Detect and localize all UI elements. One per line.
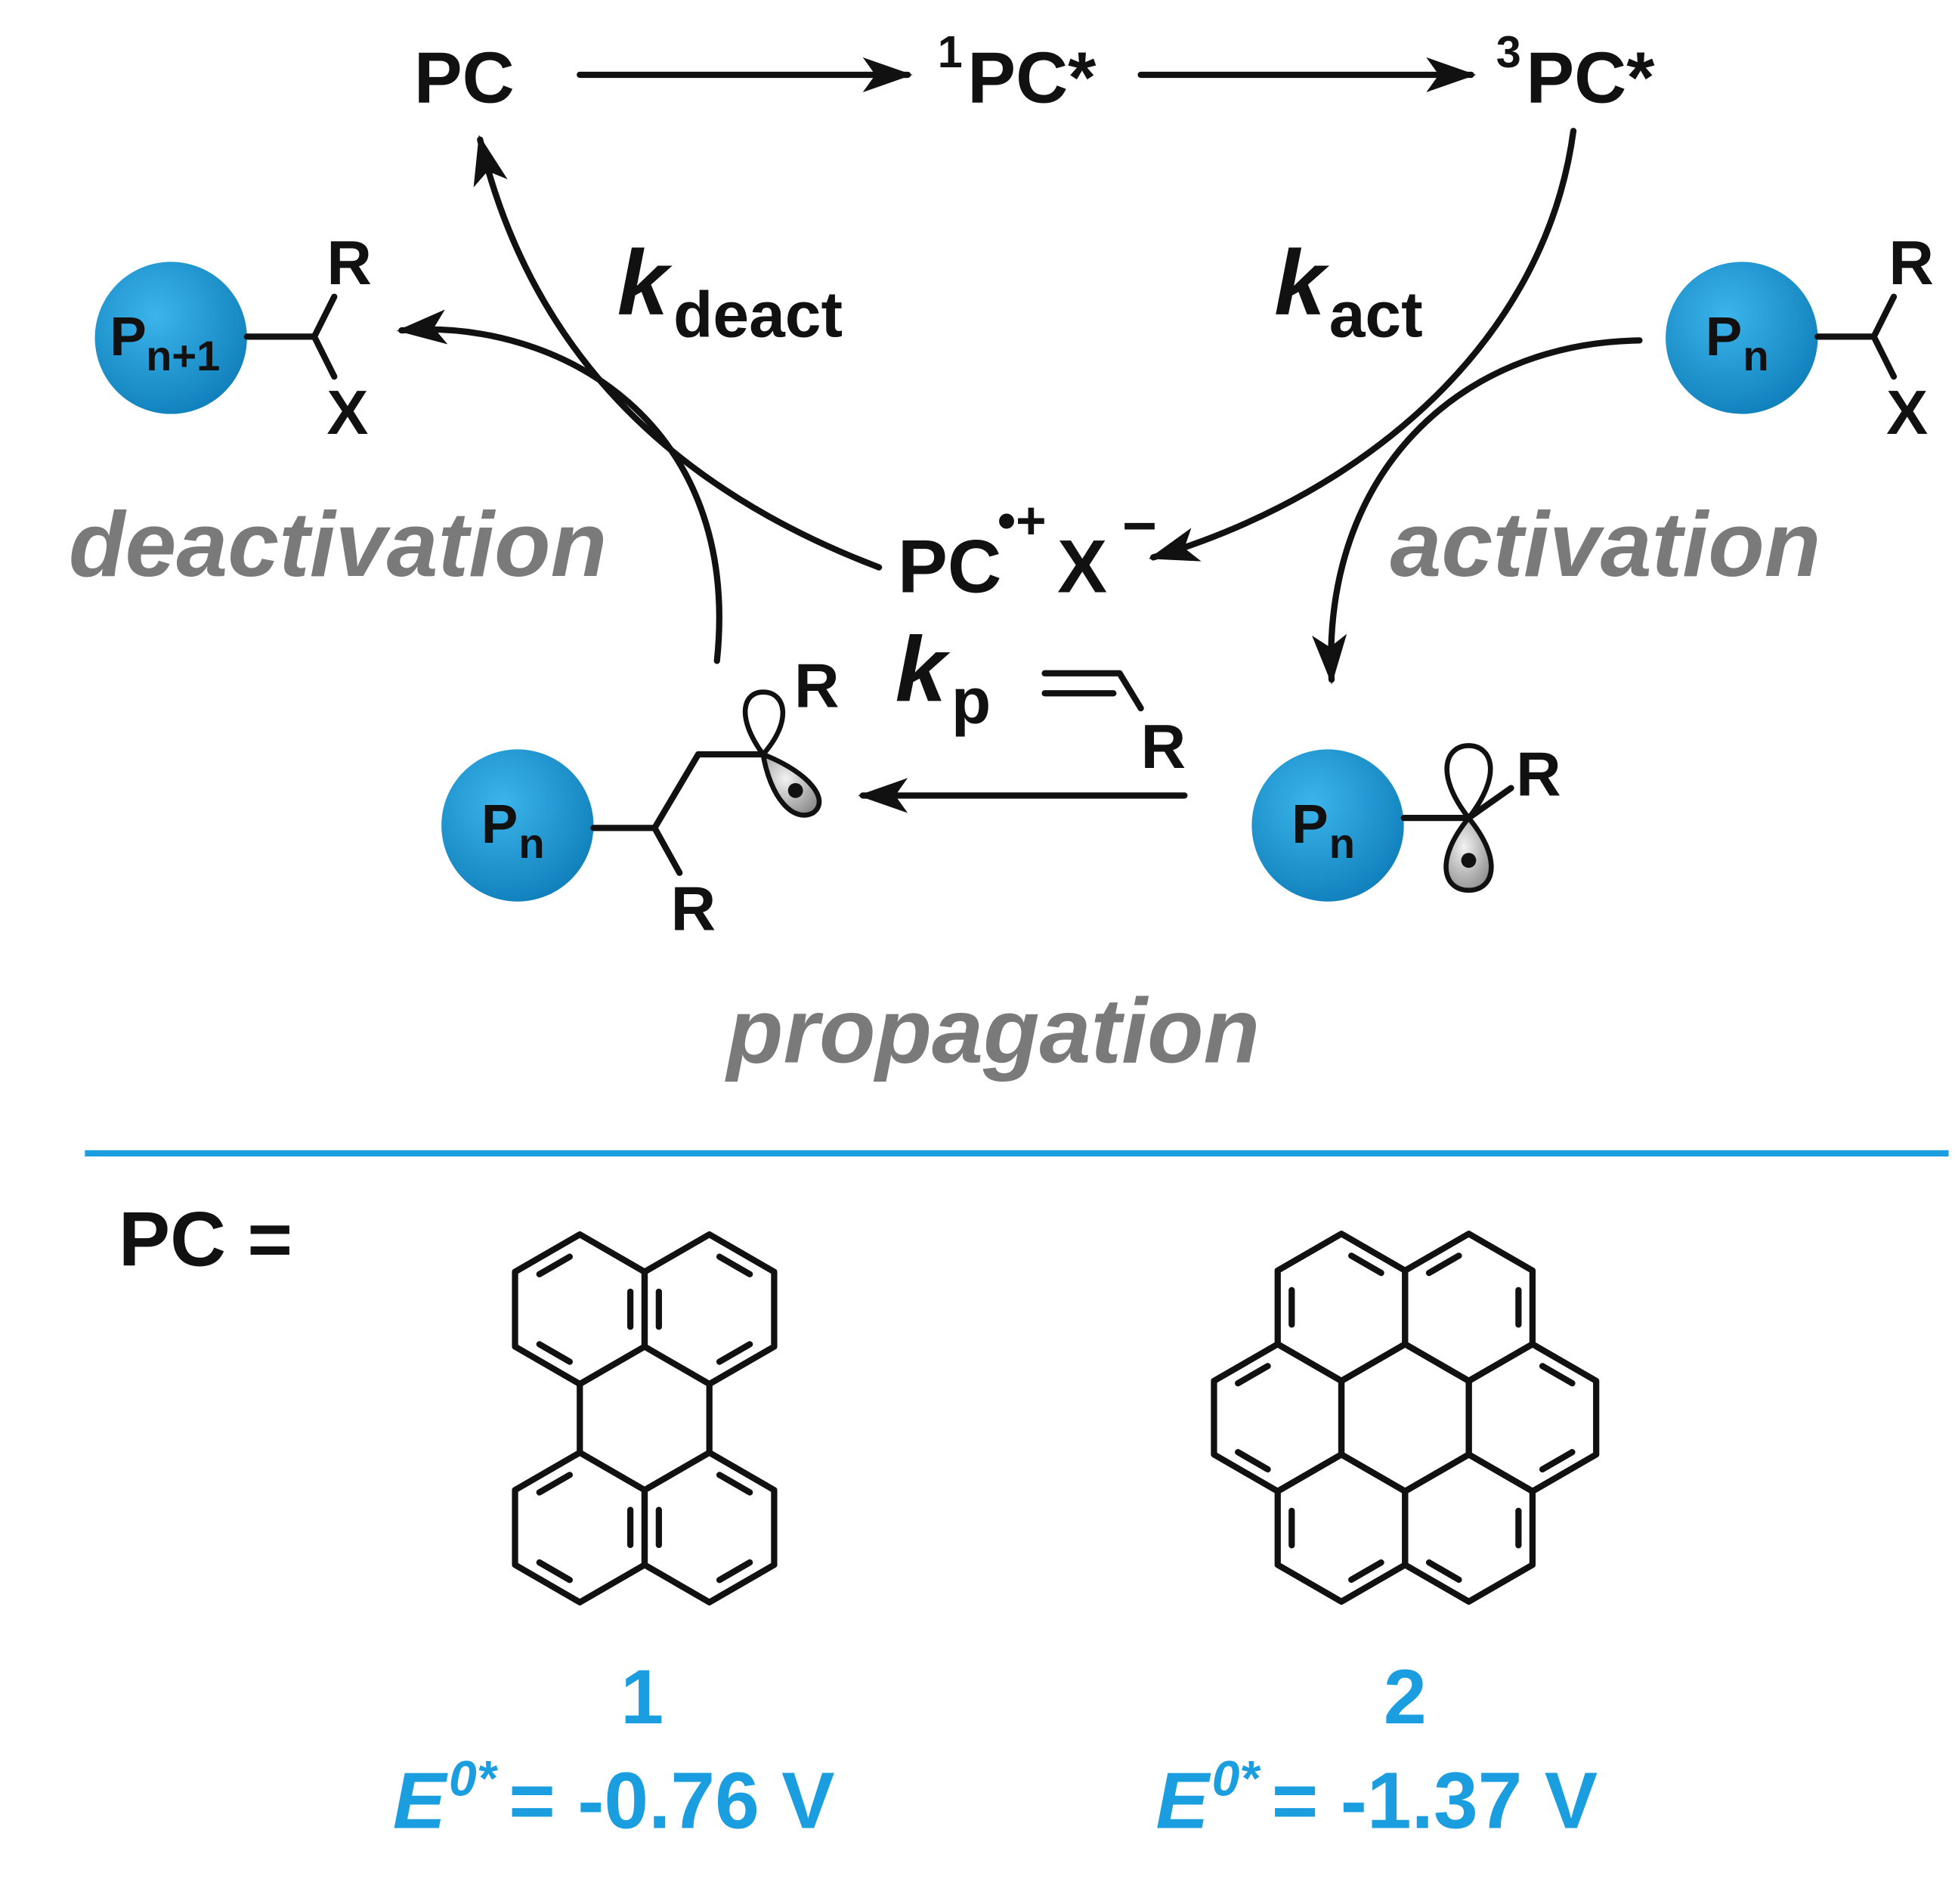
p-orbital-upper-lobe bbox=[742, 689, 786, 759]
double-bond bbox=[536, 1341, 574, 1365]
r-group: R bbox=[326, 228, 372, 298]
dormant-polymer-pn: P n R X bbox=[1666, 228, 1934, 447]
aromatic-ring bbox=[1402, 1451, 1536, 1605]
double-bond bbox=[1539, 1449, 1576, 1473]
r-group: R bbox=[1141, 712, 1186, 782]
r-group: R bbox=[671, 875, 716, 944]
activation-label: activation bbox=[1390, 492, 1821, 596]
double-bond bbox=[1235, 1363, 1271, 1387]
k-deact-symbol: k bbox=[617, 231, 673, 334]
halide: X bbox=[326, 378, 368, 447]
e-superscript: 0* bbox=[1212, 1750, 1262, 1806]
pc-radical-cation: PC bbox=[898, 525, 1001, 608]
aromatic-ring bbox=[1465, 1341, 1600, 1495]
r-group: R bbox=[1888, 228, 1934, 298]
pn-subscript: n bbox=[518, 819, 544, 867]
double-bond bbox=[716, 1559, 753, 1584]
aromatic-ring bbox=[1402, 1231, 1536, 1385]
radical-electron bbox=[1461, 853, 1477, 868]
pc-ground-state: PC bbox=[414, 37, 515, 118]
aromatic-ring bbox=[1211, 1341, 1345, 1495]
aromatic-ring bbox=[641, 1231, 778, 1388]
aromatic-ring bbox=[1338, 1341, 1472, 1495]
singlet-superscript: 1 bbox=[938, 26, 963, 77]
k-deact-subscript: deact bbox=[673, 278, 843, 351]
aromatic-ring bbox=[1274, 1451, 1409, 1605]
double-bond bbox=[536, 1559, 574, 1584]
triplet-excited-pc: PC* bbox=[1526, 37, 1655, 118]
aromatic-ring bbox=[1274, 1231, 1409, 1385]
propagation-label: propagation bbox=[725, 978, 1260, 1082]
r-group: R bbox=[794, 651, 840, 720]
aromatic-ring bbox=[641, 1449, 778, 1605]
halide: X bbox=[1886, 378, 1928, 447]
double-bond bbox=[1348, 1252, 1384, 1277]
deactivation-arrow-polymer bbox=[396, 309, 722, 664]
deactivation-label: deactivation bbox=[69, 492, 607, 596]
pn-label: P bbox=[1706, 306, 1742, 367]
double-bond bbox=[1348, 1559, 1384, 1584]
k-act-subscript: act bbox=[1329, 278, 1423, 351]
pn-subscript: n bbox=[1743, 332, 1768, 379]
singlet-excited-pc: PC* bbox=[967, 37, 1097, 118]
deactivation-arrow-pc bbox=[473, 135, 883, 571]
p-orbital-upper-lobe bbox=[1444, 743, 1493, 822]
activation-arrow-pc bbox=[1148, 128, 1577, 562]
activation-arrow-polymer bbox=[1312, 337, 1643, 685]
pc-equals-label: PC = bbox=[119, 1195, 292, 1282]
k-act-symbol: k bbox=[1274, 231, 1329, 334]
aromatic-ring bbox=[512, 1449, 648, 1605]
pn-label: P bbox=[481, 794, 518, 855]
potential-value: = -1.37 V bbox=[1272, 1756, 1598, 1845]
radical-electron bbox=[787, 782, 803, 798]
counter-anion: X bbox=[1057, 525, 1107, 608]
double-bond bbox=[1235, 1449, 1271, 1473]
monomer: R bbox=[1041, 670, 1186, 782]
double-bond bbox=[1425, 1252, 1462, 1277]
double-bond bbox=[536, 1472, 574, 1496]
catalyst-2-number: 2 bbox=[1384, 1653, 1427, 1740]
radical-cation-superscript: •+ bbox=[998, 491, 1047, 550]
double-bond bbox=[536, 1253, 574, 1277]
triplet-superscript: 3 bbox=[1496, 26, 1521, 77]
e-symbol: E bbox=[1155, 1756, 1211, 1845]
potential-value: = -0.76 V bbox=[509, 1756, 834, 1845]
aromatic-ring bbox=[512, 1231, 648, 1388]
k-p-subscript: p bbox=[951, 665, 991, 738]
double-bond bbox=[716, 1253, 753, 1277]
dormant-polymer-pn1: P n+1 R X bbox=[94, 228, 372, 447]
pn1-label: P bbox=[110, 306, 146, 367]
catalyst-1-number: 1 bbox=[620, 1653, 664, 1740]
double-bond bbox=[1425, 1559, 1462, 1584]
double-bond bbox=[1539, 1363, 1576, 1387]
anion-superscript: − bbox=[1122, 492, 1157, 559]
propagating-radical: P n R bbox=[1251, 739, 1561, 902]
e-symbol: E bbox=[393, 1756, 449, 1845]
k-p-symbol: k bbox=[896, 617, 951, 720]
pn-subscript: n bbox=[1329, 819, 1355, 867]
double-bond bbox=[716, 1341, 753, 1365]
catalyst-1-potential: E 0* = -0.76 V bbox=[393, 1750, 835, 1845]
coronene-structure bbox=[1211, 1231, 1600, 1605]
pn-label: P bbox=[1291, 794, 1328, 855]
perylene-structure bbox=[512, 1231, 778, 1605]
pn1-subscript: n+1 bbox=[146, 332, 220, 379]
e-superscript: 0* bbox=[449, 1750, 499, 1806]
r-group: R bbox=[1516, 739, 1561, 809]
double-bond bbox=[716, 1472, 753, 1496]
propagated-radical: P n R R bbox=[441, 651, 840, 944]
catalyst-2-potential: E 0* = -1.37 V bbox=[1155, 1750, 1598, 1845]
